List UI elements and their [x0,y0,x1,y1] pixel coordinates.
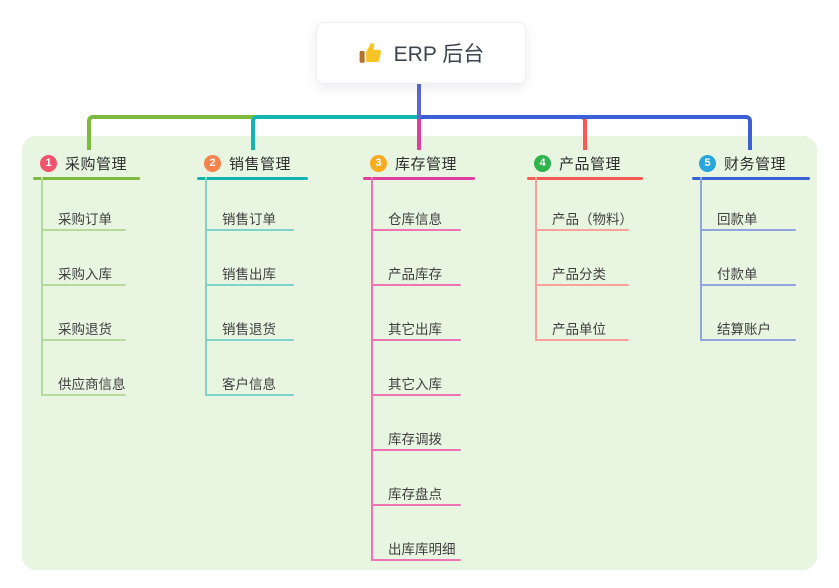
child-node[interactable]: 产品（物料） [552,212,633,227]
branches-panel [22,136,817,570]
child-node[interactable]: 销售退货 [222,322,276,337]
branch-node[interactable]: 2 销售管理 [197,150,308,177]
child-underline [205,339,294,341]
branch-badge: 2 [204,155,221,172]
branch-children-line [371,177,373,561]
connector-branch-3 [417,119,421,150]
child-node[interactable]: 采购退货 [58,322,112,337]
child-node[interactable]: 回款单 [717,212,758,227]
child-underline [700,229,796,231]
child-node[interactable]: 采购订单 [58,212,112,227]
root-title: ERP 后台 [393,43,485,66]
branch-4: 4 产品管理 产品（物料） 产品分类产品单位 [527,0,643,588]
child-underline [371,504,461,506]
child-underline [535,284,629,286]
child-node[interactable]: 销售出库 [222,267,276,282]
branch-underline [692,177,810,180]
branch-node[interactable]: 3 库存管理 [363,150,475,177]
branch-underline [527,177,643,180]
child-node[interactable]: 销售订单 [222,212,276,227]
thumbs-up-icon [359,43,381,63]
connector-branch-5 [417,115,752,150]
child-node[interactable]: 仓库信息 [388,212,442,227]
child-underline [41,339,126,341]
connector-root [417,82,421,119]
branch-node[interactable]: 4 产品管理 [527,150,643,177]
branch-label: 库存管理 [395,156,458,173]
branch-underline [363,177,475,180]
branch-children-line [205,177,207,396]
child-underline [535,229,629,231]
child-underline [205,229,294,231]
child-underline [371,229,461,231]
connector-branch-2 [251,115,421,150]
branch-2: 2 销售管理 销售订单销售出库销售退货客户信息 [197,0,308,588]
child-node[interactable]: 采购入库 [58,267,112,282]
child-node[interactable]: 产品库存 [388,267,442,282]
child-underline [205,394,294,396]
child-underline [41,229,126,231]
branch-label: 销售管理 [229,156,292,173]
child-underline [371,559,461,561]
branch-badge: 1 [40,155,57,172]
child-underline [535,339,629,341]
child-node[interactable]: 结算账户 [717,322,771,337]
child-underline [41,394,126,396]
root-node[interactable]: ERP 后台 [316,22,526,84]
child-underline [205,284,294,286]
branch-node[interactable]: 1 采购管理 [33,150,140,177]
child-node[interactable]: 库存盘点 [388,487,442,502]
child-node[interactable]: 其它入库 [388,377,442,392]
child-node[interactable]: 付款单 [717,267,758,282]
branch-5: 5 财务管理 回款单付款单结算账户 [692,0,810,588]
branch-underline [33,177,140,180]
branch-badge: 5 [699,155,716,172]
child-underline [371,394,461,396]
child-underline [371,339,461,341]
child-node[interactable]: 出库库明细 [388,542,456,557]
branch-node[interactable]: 5 财务管理 [692,150,810,177]
child-node[interactable]: 其它出库 [388,322,442,337]
branch-label: 采购管理 [65,156,128,173]
branch-children-line [535,177,537,341]
branch-children-line [41,177,43,396]
branch-underline [197,177,308,180]
child-underline [700,284,796,286]
child-node[interactable]: 产品单位 [552,322,606,337]
child-underline [371,449,461,451]
child-node[interactable]: 产品分类 [552,267,606,282]
branch-3: 3 库存管理 仓库信息产品库存其它出库其它入库库存调拨库存盘点出库库明细 [363,0,475,588]
branch-badge: 4 [534,155,551,172]
child-node[interactable]: 客户信息 [222,377,276,392]
child-underline [700,339,796,341]
child-underline [371,284,461,286]
branch-children-line [700,177,702,341]
branch-1: 1 采购管理 采购订单采购入库采购退货供应商信息 [33,0,140,588]
branch-label: 产品管理 [559,156,622,173]
child-node[interactable]: 供应商信息 [58,377,126,392]
child-node[interactable]: 库存调拨 [388,432,442,447]
child-underline [41,284,126,286]
branch-label: 财务管理 [724,156,787,173]
branch-badge: 3 [370,155,387,172]
